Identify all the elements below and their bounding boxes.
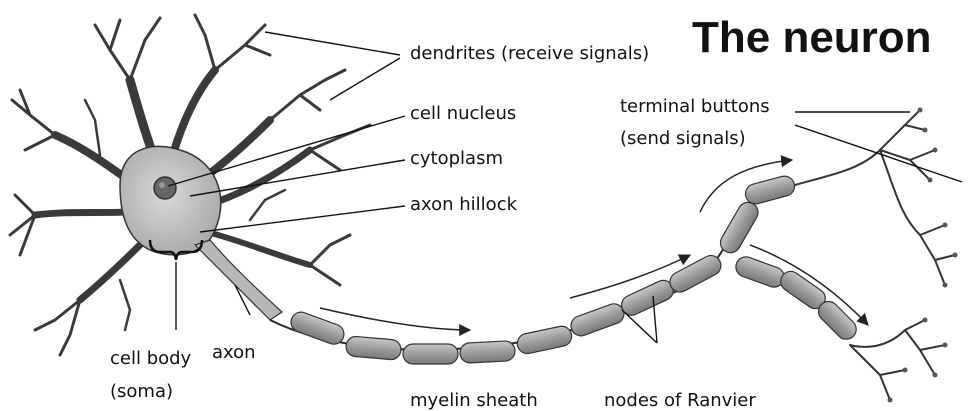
nucleus-shape <box>154 177 176 199</box>
label-nodes-of-ranvier: nodes of Ranvier <box>604 392 756 410</box>
label-myelin-sheath: myelin sheath <box>410 392 538 410</box>
label-cell-body: cell body <box>110 350 191 368</box>
diagram-title: The neuron <box>692 16 932 60</box>
label-axon-hillock: axon hillock <box>410 196 517 214</box>
soma-shape <box>120 146 221 255</box>
label-send-signals: (send signals) <box>620 130 746 148</box>
terminal-bulbs <box>888 108 958 403</box>
myelin-segments <box>288 174 860 364</box>
label-cell-nucleus: cell nucleus <box>410 105 516 123</box>
nucleolus-shape <box>159 182 165 188</box>
leader-lines <box>168 32 962 343</box>
label-dendrites: dendrites (receive signals) <box>410 45 649 63</box>
axon-terminals <box>795 110 955 400</box>
label-soma: (soma) <box>110 383 173 401</box>
label-axon: axon <box>212 344 256 362</box>
label-terminal-buttons: terminal buttons <box>620 98 770 116</box>
label-cytoplasm: cytoplasm <box>410 150 503 168</box>
